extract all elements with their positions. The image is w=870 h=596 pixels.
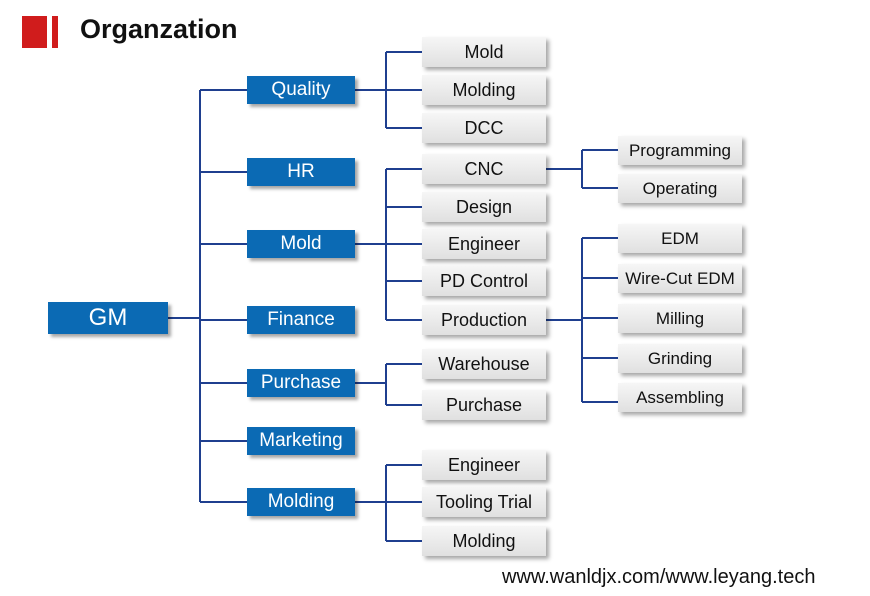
purchase-warehouse: Warehouse [422, 349, 546, 379]
mold-production: Production [422, 305, 546, 335]
cnc-programming: Programming [618, 136, 742, 165]
mold-design: Design [422, 192, 546, 222]
molding-tooling-trial: Tooling Trial [422, 487, 546, 517]
molding-engineer: Engineer [422, 450, 546, 480]
production-milling: Milling [618, 304, 742, 333]
cnc-operating: Operating [618, 174, 742, 203]
dept-hr: HR [247, 158, 355, 186]
footer-url: www.wanldjx.com/www.leyang.tech [502, 566, 816, 588]
production-edm: EDM [618, 224, 742, 253]
mold-engineer: Engineer [422, 229, 546, 259]
mold-pd-control: PD Control [422, 266, 546, 296]
dept-marketing: Marketing [247, 427, 355, 455]
molding-molding: Molding [422, 526, 546, 556]
page-title: Organzation [80, 14, 238, 44]
dept-finance: Finance [247, 306, 355, 334]
dept-purchase: Purchase [247, 369, 355, 397]
production-wire-cut-edm: Wire-Cut EDM [618, 264, 742, 293]
dept-mold: Mold [247, 230, 355, 258]
quality-dcc: DCC [422, 113, 546, 143]
quality-molding: Molding [422, 75, 546, 105]
production-assembling: Assembling [618, 383, 742, 412]
title-accent-bar [22, 16, 62, 48]
gm-node: GM [48, 302, 168, 334]
production-grinding: Grinding [618, 344, 742, 373]
dept-quality: Quality [247, 76, 355, 104]
purchase-purchase: Purchase [422, 390, 546, 420]
quality-mold: Mold [422, 37, 546, 67]
dept-molding: Molding [247, 488, 355, 516]
mold-cnc: CNC [422, 154, 546, 184]
